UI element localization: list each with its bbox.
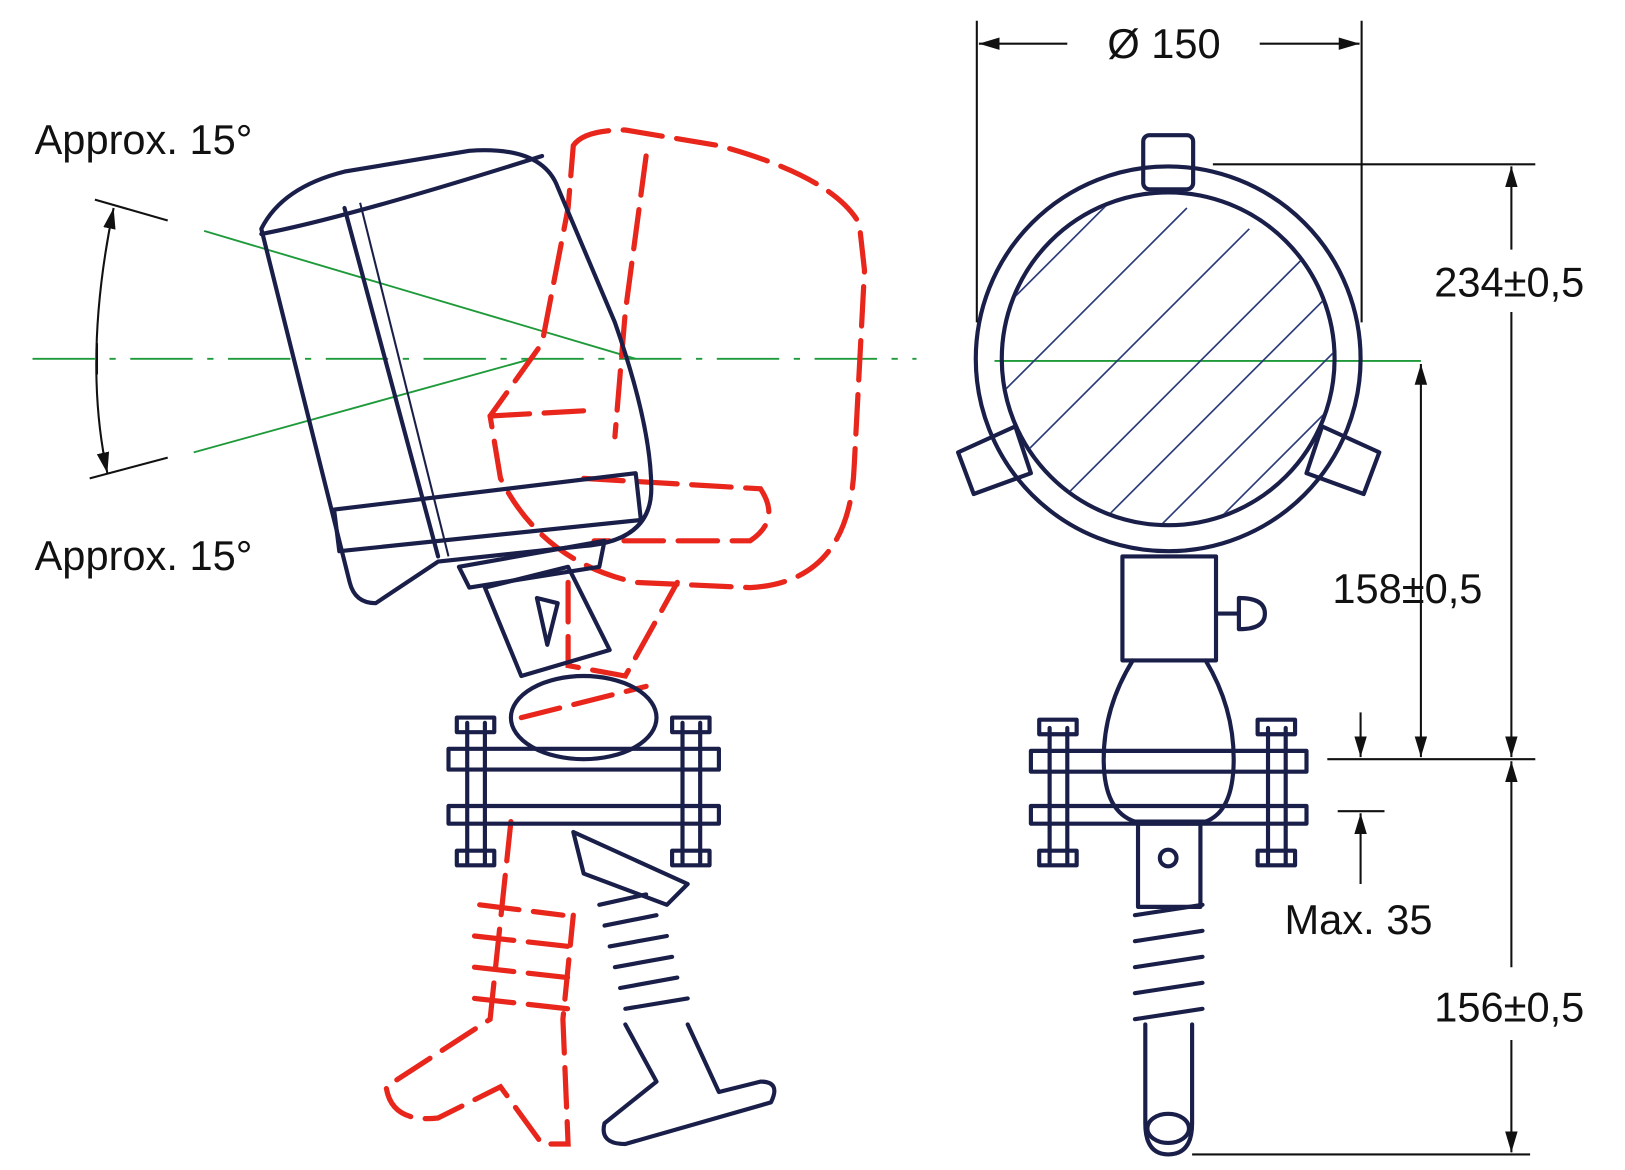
max-thickness-label: Max. 35 <box>1285 896 1433 943</box>
height-upper-label: 234±0,5 <box>1434 258 1584 305</box>
lens-hatching <box>1003 194 1333 524</box>
side-view-lamp <box>259 148 777 1147</box>
tilted-position-outline <box>383 127 868 1147</box>
mount-height-label: 158±0,5 <box>1332 565 1482 612</box>
diameter-label: Ø 150 <box>1107 20 1220 67</box>
front-view-lamp <box>956 133 1382 1157</box>
angle-up-label: Approx. 15° <box>35 116 253 163</box>
tilt-angle-indicator <box>95 207 116 474</box>
optical-centerlines <box>32 198 1421 480</box>
dimension-lines <box>975 20 1536 1156</box>
angle-down-label: Approx. 15° <box>35 532 253 579</box>
height-lower-label: 156±0,5 <box>1434 983 1584 1030</box>
